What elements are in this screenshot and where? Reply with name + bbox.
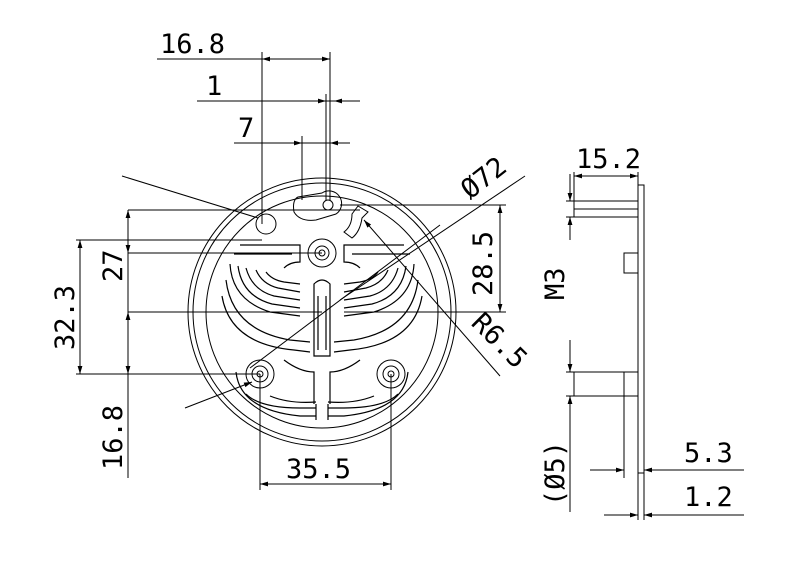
dim-bottom-width: 35.5: [286, 454, 351, 485]
dim-left-height: 27: [98, 249, 129, 282]
keyhole-slot: [293, 190, 343, 221]
side-standoff-bottom: [573, 371, 639, 397]
dim-right-height: 28.5: [468, 231, 499, 296]
front-view: 16.8 1 7 Ø72 27 28.5 32.3 R6.5 16.8 35.5: [50, 29, 533, 490]
hook-terminal: [343, 205, 369, 239]
side-plate: [637, 184, 645, 474]
heating-element: [221, 244, 423, 420]
slot-hole: [322, 199, 334, 211]
dim-radius: R6.5: [465, 307, 533, 375]
dim-lower-height: 16.8: [98, 405, 129, 470]
left-hole: [255, 213, 277, 235]
dim-thread: M3: [540, 267, 571, 300]
side-view: 15.2 M3 (Ø5) 5.3 1.2: [540, 144, 744, 520]
dim-left-total-height: 32.3: [50, 285, 81, 350]
dim-thickness-total: 5.3: [684, 438, 733, 469]
dim-top-width: 16.8: [160, 29, 225, 60]
dim-plate-thickness: 1.2: [684, 482, 733, 513]
dim-standoff-dia: (Ø5): [540, 441, 571, 506]
dim-hole-offset: 7: [238, 113, 254, 144]
dim-side-top-width: 15.2: [576, 144, 641, 175]
side-bump: [623, 252, 639, 274]
dim-slot-offset: 1: [206, 71, 222, 102]
dim-diameter: Ø72: [455, 151, 513, 205]
